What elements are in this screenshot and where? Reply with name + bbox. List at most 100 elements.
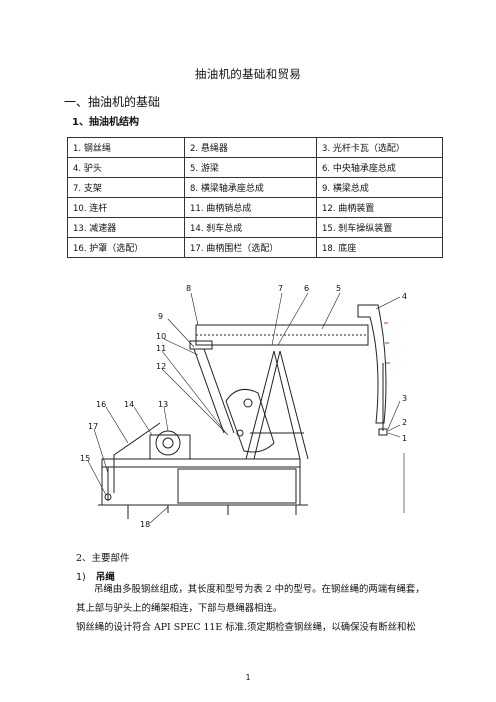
parts-table-cell: 11. 曲柄销总成 bbox=[184, 197, 317, 218]
parts-table-cell: 3. 光杆卡瓦（选配） bbox=[316, 137, 443, 158]
base-frame bbox=[98, 458, 308, 519]
part-number: 3. bbox=[322, 144, 333, 154]
part-name: 游梁 bbox=[200, 164, 219, 174]
part-name: 护罩（选配） bbox=[89, 244, 144, 254]
subsection-title: 吊绳 bbox=[95, 572, 115, 583]
parts-table-cell: 2. 悬绳器 bbox=[184, 137, 317, 158]
wire-rope bbox=[378, 363, 388, 436]
parts-table-cell: 12. 曲柄装置 bbox=[316, 197, 443, 218]
walking-beam bbox=[195, 324, 369, 346]
leader-lines bbox=[87, 292, 401, 524]
document-title: 抽油机的基础和贸易 bbox=[194, 67, 302, 81]
parts-table-cell: 5. 游梁 bbox=[184, 157, 317, 178]
diagram-callout-3: 3 bbox=[402, 394, 407, 403]
diagram-callout-16: 16 bbox=[96, 400, 106, 409]
part-number: 6. bbox=[322, 164, 333, 174]
parts-table-cell: 7. 支架 bbox=[67, 177, 185, 198]
part-number: 16. bbox=[73, 244, 90, 254]
pumping-unit-diagram: 8 7 6 5 4 9 10 11 12 3 2 1 16 14 13 17 15 18 bbox=[80, 284, 407, 529]
part-name: 曲柄围栏（选配） bbox=[206, 244, 279, 254]
horsehead bbox=[357, 304, 390, 424]
diagram-callout-1: 1 bbox=[402, 434, 407, 443]
part-number: 15. bbox=[322, 224, 339, 234]
diagram-callout-14: 14 bbox=[124, 400, 134, 409]
part-name: 支架 bbox=[83, 184, 102, 194]
parts-table-cell: 14. 刹车总成 bbox=[184, 217, 317, 238]
parts-table-cell: 13. 减速器 bbox=[67, 217, 185, 238]
part-name: 曲柄装置 bbox=[338, 204, 375, 214]
diagram-callout-11: 11 bbox=[156, 344, 166, 353]
diagram-callout-4: 4 bbox=[402, 292, 407, 301]
subsection-number: 1) bbox=[76, 572, 86, 583]
part-number: 4. bbox=[73, 164, 84, 174]
paragraph-rope-standard: 钢丝绳的设计符合 API SPEC 11E 标准.须定期检查钢丝绳，以确保没有断… bbox=[76, 622, 416, 633]
part-number: 18. bbox=[322, 244, 339, 254]
diagram-callout-15: 15 bbox=[80, 454, 90, 463]
heading-structure: 1、抽油机结构 bbox=[72, 117, 139, 128]
part-number: 9. bbox=[322, 184, 333, 194]
heading-basics: 一、抽油机的基础 bbox=[64, 95, 161, 109]
diagram-callout-17: 17 bbox=[88, 422, 98, 431]
part-name: 中央轴承座总成 bbox=[332, 164, 396, 174]
diagram-callout-5: 5 bbox=[336, 284, 341, 293]
support-post bbox=[245, 350, 309, 460]
part-number: 2. bbox=[190, 144, 201, 154]
parts-table-cell: 18. 底座 bbox=[316, 237, 443, 258]
paragraph-rope: 吊绳由多股钢丝组成，其长度和型号为表 2 中的型号。在钢丝绳的两端有绳套，其上部… bbox=[76, 584, 425, 614]
parts-table-cell: 16. 护罩（选配） bbox=[67, 237, 185, 258]
page-number: 1 bbox=[245, 673, 251, 682]
part-name: 曲柄销总成 bbox=[206, 204, 252, 214]
diagram-callout-13: 13 bbox=[158, 400, 168, 409]
part-name: 刹车总成 bbox=[206, 224, 243, 234]
part-number: 1. bbox=[73, 144, 84, 154]
part-number: 7. bbox=[73, 184, 84, 194]
diagram-callout-8: 8 bbox=[186, 284, 191, 293]
belt-guard bbox=[113, 422, 161, 493]
crank-counterweight bbox=[225, 388, 275, 453]
part-name: 底座 bbox=[338, 244, 357, 254]
parts-table-cell: 4. 驴头 bbox=[67, 157, 185, 178]
part-name: 刹车操纵装置 bbox=[338, 224, 393, 234]
diagram-callout-9: 9 bbox=[158, 312, 163, 321]
part-name: 横梁轴承座总成 bbox=[200, 184, 264, 194]
part-number: 5. bbox=[190, 164, 201, 174]
section-main-parts: 2、主要部件 bbox=[76, 553, 130, 564]
part-name: 驴头 bbox=[83, 164, 102, 174]
subsection-rope: 1) 吊绳 bbox=[76, 569, 115, 583]
pitman-arms bbox=[189, 340, 235, 434]
part-name: 光杆卡瓦（选配） bbox=[332, 144, 405, 154]
part-number: 14. bbox=[190, 224, 207, 234]
part-name: 悬绳器 bbox=[200, 144, 228, 154]
diagram-callout-18: 18 bbox=[140, 520, 150, 529]
gear-reducer bbox=[149, 430, 191, 460]
diagram-callout-7: 7 bbox=[278, 284, 283, 293]
parts-table-cell: 8. 横梁轴承座总成 bbox=[184, 177, 317, 198]
diagram-callout-2: 2 bbox=[402, 418, 407, 427]
part-number: 17. bbox=[190, 244, 207, 254]
part-name: 连杆 bbox=[89, 204, 108, 214]
parts-table-cell: 1. 钢丝绳 bbox=[67, 137, 185, 158]
part-name: 横梁总成 bbox=[332, 184, 369, 194]
parts-table-cell: 15. 刹车操纵装置 bbox=[316, 217, 443, 238]
parts-table-cell: 6. 中央轴承座总成 bbox=[316, 157, 443, 178]
diagram-callout-6: 6 bbox=[304, 284, 309, 293]
part-name: 钢丝绳 bbox=[83, 144, 111, 154]
parts-table-cell: 9. 横梁总成 bbox=[316, 177, 443, 198]
part-number: 11. bbox=[190, 204, 207, 214]
diagram-callout-12: 12 bbox=[156, 362, 166, 371]
diagram-callout-10: 10 bbox=[156, 332, 166, 341]
parts-table-row: 16. 护罩（选配）17. 曲柄围栏（选配）18. 底座 bbox=[67, 237, 443, 258]
part-name: 减速器 bbox=[89, 224, 117, 234]
parts-table-cell: 17. 曲柄围栏（选配） bbox=[184, 237, 317, 258]
part-number: 13. bbox=[73, 224, 90, 234]
part-number: 12. bbox=[322, 204, 339, 214]
part-number: 10. bbox=[73, 204, 90, 214]
part-number: 8. bbox=[190, 184, 201, 194]
